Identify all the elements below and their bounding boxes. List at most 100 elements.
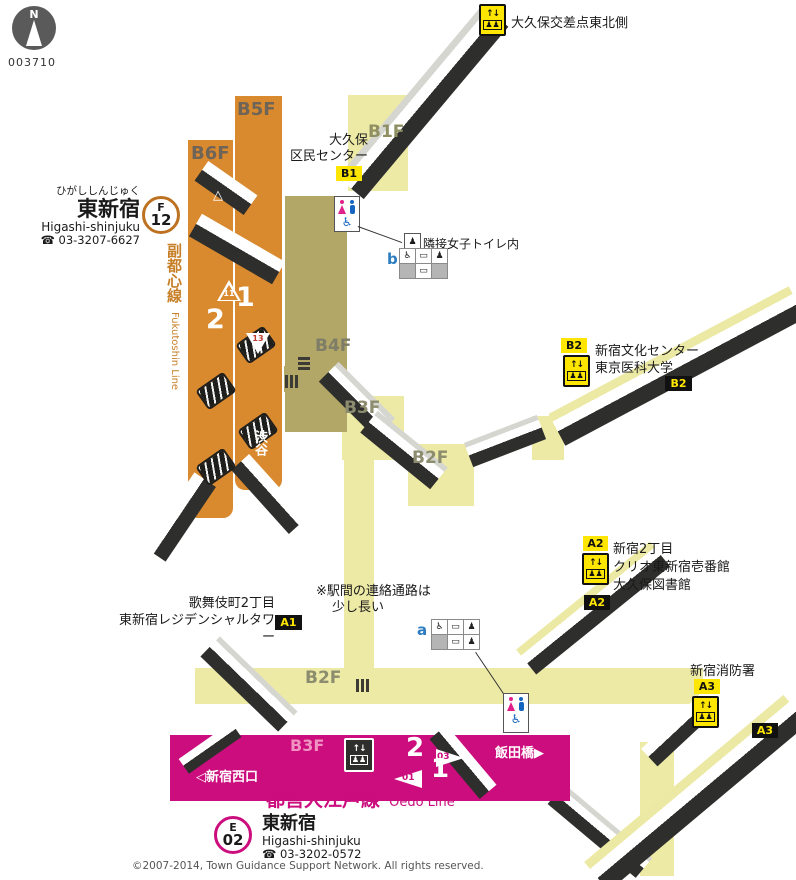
oedo-station-info: 東新宿 Higashi-shinjuku ☎ 03-3202-0572 bbox=[262, 813, 362, 862]
oedo-line-symbol: E 02 bbox=[214, 816, 252, 854]
exit-badge-a3: A3 bbox=[694, 679, 720, 694]
platform-2-number: 2 bbox=[206, 304, 225, 335]
person-icon: ♟ bbox=[588, 569, 596, 578]
elevator-icon-oedo: ↑↓ ♟♟ bbox=[344, 738, 374, 772]
facility-grid-a: ♿ ▭ ♟ ▭ ♟ bbox=[431, 619, 480, 650]
stairs-icon bbox=[356, 679, 369, 692]
adjacent-toilet-note: 隣接女子トイレ内 bbox=[423, 237, 520, 251]
person-icon: ♟ bbox=[698, 712, 706, 721]
baby-chair-icon: ♟ bbox=[464, 635, 479, 649]
direction-iidabashi: 飯田橋▶ bbox=[495, 746, 544, 761]
diaper-table-icon: ▭ bbox=[448, 635, 463, 649]
exit-a2-place-2: クリオ東新宿壱番館 bbox=[613, 560, 731, 575]
exit-badge-a3-street: A3 bbox=[752, 723, 778, 738]
empty-cell bbox=[400, 264, 415, 278]
baby-icon: ♟ bbox=[464, 620, 479, 634]
person-icon: ♟ bbox=[705, 712, 713, 721]
wheelchair-icon: ♿ bbox=[510, 712, 522, 726]
elevator-icon-a3: ↑↓ ♟♟ bbox=[692, 696, 719, 728]
exit1-label: 大久保交差点東北側 bbox=[511, 16, 629, 31]
bed-icon: ▭ bbox=[416, 249, 431, 263]
person-icon: ♟ bbox=[485, 20, 493, 29]
oedo-car-position-left: 01 bbox=[394, 770, 422, 788]
fukutoshin-station-info: ひがししんじゅく 東新宿 Higashi-shinjuku ☎ 03-3207-… bbox=[28, 185, 140, 247]
station-kana: ひがししんじゅく bbox=[56, 185, 140, 197]
woman-icon bbox=[337, 199, 347, 215]
restroom-icon-b2f: ♿ bbox=[503, 693, 529, 733]
empty-cell bbox=[432, 264, 447, 278]
map-id: 003710 bbox=[8, 56, 56, 69]
exit-badge-b2-street: B2 bbox=[665, 376, 692, 391]
empty-cell bbox=[432, 635, 447, 649]
station-tel: ☎ 03-3202-0572 bbox=[262, 847, 362, 862]
stairs-icon bbox=[285, 375, 298, 388]
wheelchair-icon: ♿ bbox=[341, 215, 353, 229]
fukutoshin-line-symbol: F 12 bbox=[142, 196, 180, 234]
floor-label-b4f: B4F bbox=[315, 336, 352, 356]
exit-b2-place-2: 東京医科大学 bbox=[595, 361, 674, 376]
station-name: 東新宿 bbox=[77, 196, 140, 221]
compass-icon: N bbox=[12, 6, 56, 50]
compass-needle bbox=[26, 20, 42, 46]
exit-b2-place-1: 新宿文化センター bbox=[595, 344, 700, 359]
b3f-to-b2f-strip bbox=[344, 452, 374, 670]
direction-shibuya-arrow: ▼ bbox=[251, 466, 259, 477]
woman-icon bbox=[506, 696, 516, 712]
fukutoshin-line-name-jp: 副都心線 bbox=[165, 243, 183, 303]
restroom-icon-b4f: ♿ bbox=[334, 196, 360, 232]
floor-label-b3f-oedo: B3F bbox=[290, 736, 325, 755]
oedo-platform-1-number: 1 bbox=[431, 754, 450, 784]
floor-label-b3f: B3F bbox=[344, 398, 381, 418]
exit-a1-places: 歌舞伎町2丁目 東新宿レジデンシャルタワー bbox=[118, 596, 275, 645]
facility-grid-b: ♿ ▭ ♟ ▭ bbox=[399, 248, 448, 279]
stairs-icon bbox=[298, 357, 310, 370]
oedo-car-position-right: 03 bbox=[436, 749, 464, 767]
station-romaji: Higashi-shinjuku bbox=[41, 219, 140, 234]
baby-icon: ♟ bbox=[432, 249, 447, 263]
exit-badge-b2: B2 bbox=[561, 338, 587, 353]
person-icon: ♟ bbox=[351, 755, 359, 764]
exit-a3-name: 新宿消防署 bbox=[690, 664, 756, 679]
car-position-down: 13 bbox=[246, 333, 270, 354]
exit-badge-b1: B1 bbox=[336, 166, 362, 181]
floor-label-b5f: B5F bbox=[237, 99, 276, 120]
person-icon: ♟ bbox=[492, 20, 500, 29]
man-icon bbox=[517, 696, 526, 712]
person-icon: ♟ bbox=[359, 755, 367, 764]
platform-1-number: 1 bbox=[236, 282, 255, 313]
facility-a-label: a bbox=[417, 621, 428, 639]
elevator-icon-b2: ↑↓ ♟♟ bbox=[563, 355, 590, 387]
compass-north-label: N bbox=[29, 8, 39, 21]
floor-label-b1f: B1F bbox=[368, 122, 405, 142]
elevator-icon-exit1: ↑↓ ♟♟ bbox=[479, 4, 506, 36]
elevator-icon-a2: ↑↓ ♟♟ bbox=[582, 553, 609, 585]
exit-badge-a2: A2 bbox=[583, 536, 608, 551]
copyright: ©2007-2014, Town Guidance Support Networ… bbox=[132, 860, 484, 872]
station-tel: ☎ 03-3207-6627 bbox=[40, 232, 140, 247]
facility-b-label: b bbox=[387, 250, 398, 268]
station-romaji: Higashi-shinjuku bbox=[262, 833, 361, 848]
wheelchair-icon: ♿ bbox=[400, 249, 415, 263]
exit-a2-place-1: 新宿2丁目 bbox=[613, 542, 674, 557]
diaper-table-icon: ▭ bbox=[416, 264, 431, 278]
wheelchair-icon: ♿ bbox=[432, 620, 447, 634]
oedo-line-name-jp: 都営大江戸線 bbox=[266, 789, 381, 811]
passage-note: ※駅間の連絡通路は 少し長い bbox=[316, 584, 431, 616]
floor-label-b2f-corridor: B2F bbox=[305, 668, 342, 688]
bed-icon: ▭ bbox=[448, 620, 463, 634]
fukutoshin-line-label: 副都心線 Fukutoshin Line bbox=[164, 243, 185, 503]
car-position-triangle: △ bbox=[213, 188, 223, 203]
exit-badge-a2-street: A2 bbox=[584, 595, 610, 610]
oedo-platform-2-number: 2 bbox=[406, 733, 425, 763]
station-name: 東新宿 bbox=[262, 813, 316, 834]
person-icon: ♟ bbox=[576, 371, 584, 380]
person-icon: ♟ bbox=[569, 371, 577, 380]
direction-shibuya: 渋谷 bbox=[252, 430, 267, 456]
exit-badge-a1-street: A1 bbox=[275, 615, 302, 630]
man-icon bbox=[348, 199, 357, 215]
oedo-line-name-en: Oedo Line bbox=[389, 795, 455, 810]
connector-line bbox=[357, 226, 403, 244]
person-icon: ♟ bbox=[595, 569, 603, 578]
oedo-line-label: 都営大江戸線 Oedo Line bbox=[266, 785, 455, 812]
